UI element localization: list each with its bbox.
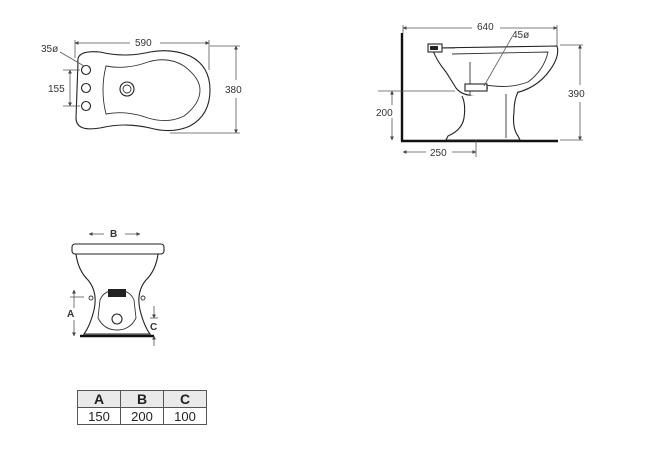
- side-wall-distance-label: 250: [430, 148, 447, 159]
- dimension-table-header-row: A B C: [77, 390, 207, 408]
- side-view: 640 390 200 250 45ø: [376, 22, 585, 159]
- dimension-table: A B C 150 200 100: [77, 390, 207, 425]
- top-view: 590 380 35ø 155: [41, 38, 242, 134]
- front-drain: [111, 313, 123, 325]
- front-label-c: C: [150, 322, 157, 333]
- top-bowl-inner: [102, 59, 201, 121]
- front-view: B A C: [67, 229, 165, 346]
- side-bowl-inner-line: [451, 51, 549, 87]
- side-pedestal: [445, 91, 521, 141]
- front-outlet: [108, 289, 126, 297]
- table-value-b: 200: [120, 407, 164, 425]
- front-label-a: A: [67, 309, 74, 320]
- front-fixing-hole: [140, 295, 146, 301]
- top-tap-hole: [80, 82, 92, 94]
- side-width-label: 640: [477, 22, 494, 33]
- table-header-c: C: [163, 390, 207, 408]
- top-hole-leader: [59, 51, 85, 67]
- side-pipe-leader: [483, 36, 513, 87]
- dimension-table-value-row: 150 200 100: [77, 407, 207, 425]
- front-fixing-hole: [88, 295, 94, 301]
- top-hole-spacing-label: 155: [48, 84, 65, 95]
- top-tap-hole: [80, 100, 92, 112]
- top-hole-diameter-label: 35ø: [41, 44, 58, 55]
- table-header-a: A: [77, 390, 121, 408]
- side-tap-inner: [430, 46, 438, 50]
- side-pipe-diameter-label: 45ø: [512, 30, 529, 41]
- top-bowl-outer: [75, 50, 211, 132]
- side-drain-trap: [464, 83, 488, 92]
- front-rim: [71, 243, 165, 255]
- table-value-c: 100: [163, 407, 207, 425]
- side-pipe-height-label: 200: [376, 108, 393, 119]
- top-drain-inner: [122, 84, 132, 94]
- table-header-b: B: [120, 390, 164, 408]
- front-label-b: B: [110, 229, 117, 240]
- top-width-label: 590: [135, 38, 152, 49]
- table-value-a: 150: [77, 407, 121, 425]
- top-depth-label: 380: [225, 85, 242, 96]
- top-tap-hole: [80, 64, 92, 76]
- side-height-label: 390: [568, 89, 585, 100]
- top-drain-outer: [119, 81, 135, 97]
